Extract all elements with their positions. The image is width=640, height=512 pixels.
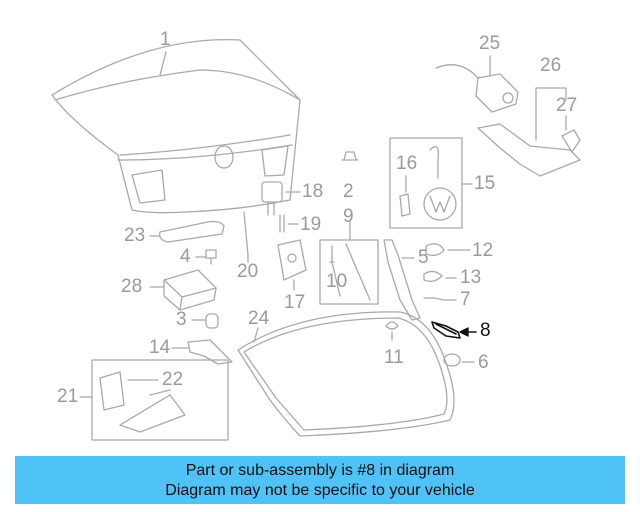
callout-25: 25: [479, 33, 501, 54]
callout-9: 9: [343, 206, 354, 227]
jack-kit-box: [91, 359, 229, 441]
callout-13: 13: [460, 267, 482, 288]
callout-21: 21: [57, 386, 79, 407]
callout-11: 11: [384, 347, 404, 368]
trunk-lid-drawing: [51, 38, 301, 214]
callout-14: 14: [149, 337, 171, 358]
actuator-drawing: [277, 239, 307, 281]
callout-4: 4: [180, 246, 191, 267]
banner-line-2: Diagram may not be specific to your vehi…: [165, 482, 475, 499]
lock-actuator-drawing: [435, 64, 519, 113]
callout-17: 17: [284, 292, 306, 313]
weatherstrip-drawing: [237, 311, 455, 437]
emblem-box: [389, 137, 463, 229]
rod-drawing: [243, 211, 249, 256]
grommet-drawing: [385, 321, 399, 341]
clip-drawing: [205, 313, 219, 329]
hinge-drawing: [383, 239, 421, 321]
pin-drawing: [279, 214, 285, 233]
callout-12: 12: [472, 240, 494, 261]
bushing-12-drawing: [425, 243, 445, 256]
callout-7: 7: [460, 289, 471, 310]
callout-18: 18: [302, 181, 324, 202]
bracket-8-drawing: [431, 321, 461, 339]
callout-10: 10: [326, 271, 348, 292]
callout-19: 19: [300, 214, 322, 235]
strut-box: [319, 239, 379, 305]
latch-drawing: [187, 339, 233, 365]
bolt-7-drawing: [423, 297, 445, 301]
leader-24: [253, 327, 259, 343]
control-module-drawing: [163, 269, 217, 311]
bumper-drawing: [341, 151, 359, 161]
banner-line-1: Part or sub-assembly is #8 in diagram: [185, 462, 455, 479]
leader-1: [159, 51, 167, 76]
callout-6: 6: [478, 352, 489, 373]
parts-diagram: [51, 38, 581, 441]
callout-1: 1: [160, 29, 171, 50]
hinge-arm-drawing: [477, 123, 581, 177]
callout-3: 3: [176, 309, 187, 330]
arrow-8: [459, 327, 469, 337]
garnish-strip-drawing: [159, 220, 225, 243]
callout-5: 5: [418, 247, 429, 268]
washer-drawing: [443, 353, 461, 367]
callout-15: 15: [474, 173, 496, 194]
callout-22: 22: [162, 369, 184, 390]
callout-16: 16: [396, 153, 418, 174]
info-banner: Part or sub-assembly is #8 in diagram Di…: [15, 456, 625, 504]
callout-26: 26: [540, 55, 562, 76]
callout-23: 23: [124, 225, 146, 246]
bushing-13-drawing: [423, 270, 443, 282]
callout-20: 20: [237, 261, 259, 282]
leader-26: [535, 87, 567, 141]
callout-28: 28: [121, 276, 143, 297]
callout-8: 8: [480, 320, 491, 341]
bolt-drawing: [205, 249, 217, 265]
callout-27: 27: [556, 95, 578, 116]
callout-2: 2: [343, 181, 354, 202]
lock-cylinder-drawing: [261, 181, 283, 216]
callout-24: 24: [248, 308, 270, 329]
